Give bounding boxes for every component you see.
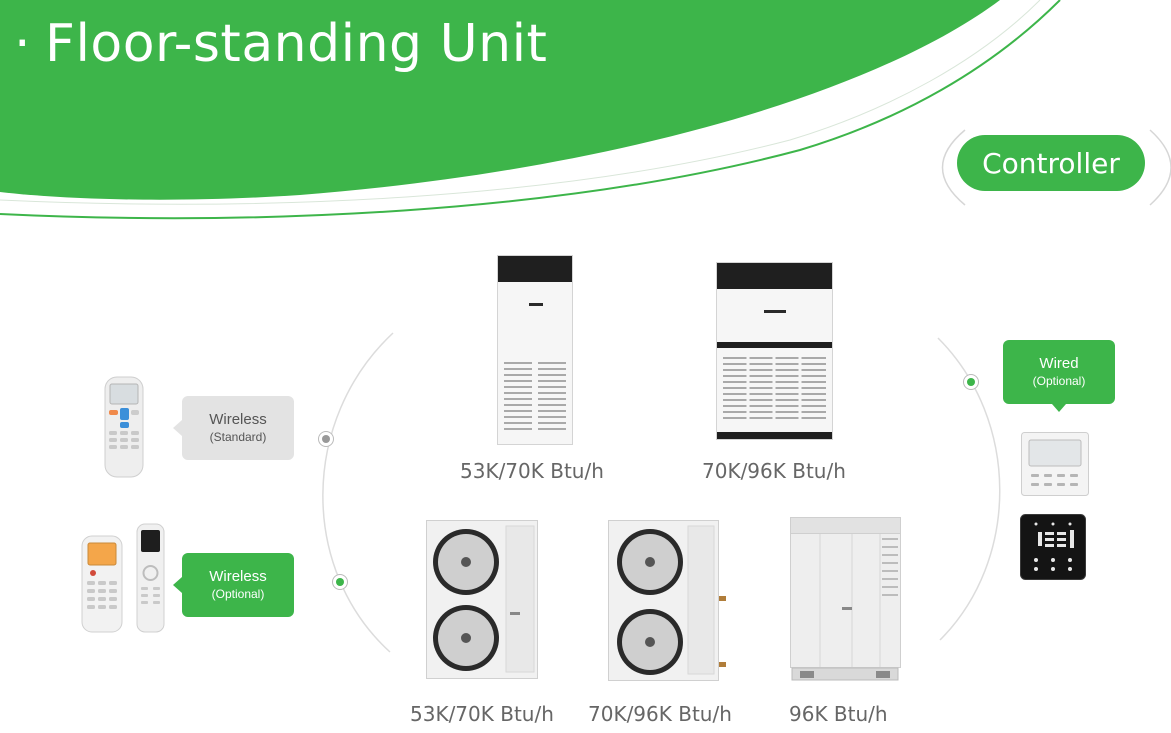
header-wave — [0, 0, 1000, 200]
wired-controller-label: Wired (Optional) — [1003, 340, 1115, 412]
outdoor-unit-2-image — [608, 520, 726, 681]
remote-control-optional-b-image — [136, 523, 165, 633]
left-arc — [322, 332, 394, 653]
outdoor-unit-3-image — [790, 517, 901, 681]
right-arc — [937, 337, 1001, 641]
outdoor-unit-capacity-3: 96K Btu/h — [789, 702, 888, 726]
indoor-unit-capacity-2: 70K/96K Btu/h — [702, 459, 846, 483]
outdoor-unit-capacity-2: 70K/96K Btu/h — [588, 702, 732, 726]
remote-control-optional-a-image — [81, 535, 123, 633]
controller-badge: Controller — [957, 135, 1145, 191]
indoor-unit-small-image — [497, 255, 573, 445]
remote-standard-node — [318, 431, 334, 447]
indoor-unit-large-image — [716, 262, 833, 440]
header-wave-line — [0, 0, 1061, 220]
outdoor-unit-1-image — [426, 520, 538, 679]
remote-optional-node — [332, 574, 348, 590]
wired-controller-white-image — [1021, 432, 1089, 496]
remote-optional-label: Wireless (Optional) — [173, 553, 294, 617]
remote-standard-label: Wireless (Standard) — [173, 396, 294, 460]
controller-arc — [941, 129, 966, 206]
header-wave-line-thin — [0, 0, 1041, 205]
outdoor-unit-capacity-1: 53K/70K Btu/h — [410, 702, 554, 726]
wired-controller-node — [963, 374, 979, 390]
page-title: ·Floor-standing Unit — [14, 14, 548, 74]
remote-control-standard-image — [104, 376, 144, 478]
controller-arc-right — [1149, 129, 1171, 206]
indoor-unit-capacity-1: 53K/70K Btu/h — [460, 459, 604, 483]
wired-controller-black-image — [1020, 514, 1086, 580]
